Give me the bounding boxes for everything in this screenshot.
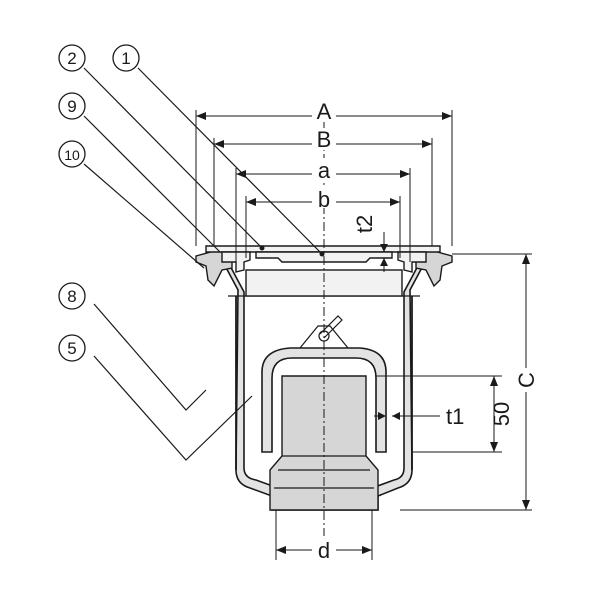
- leader-8: [93, 303, 207, 411]
- dim-50: 50: [376, 375, 514, 453]
- dim-t2: t2: [352, 215, 388, 272]
- leader-10: [83, 163, 205, 269]
- callout-10: 10: [58, 140, 86, 168]
- dim-C: C: [400, 253, 540, 511]
- svg-text:2: 2: [67, 49, 76, 68]
- dim-b-label: b: [318, 187, 330, 212]
- leader-1-dot: [319, 251, 325, 257]
- dim-a: a: [235, 158, 411, 262]
- dim-t2-label: t2: [352, 215, 377, 233]
- dim-t1: t1: [374, 404, 464, 429]
- dim-d: d: [275, 510, 373, 563]
- svg-text:9: 9: [67, 97, 76, 116]
- dim-B-label: B: [317, 127, 332, 152]
- grate-frame: [205, 245, 441, 253]
- dim-C-label: C: [514, 372, 539, 388]
- dim-A: A: [195, 99, 453, 246]
- leader-5: [93, 355, 253, 461]
- trap-handle-hook: [319, 315, 343, 339]
- leader-2: [83, 67, 263, 249]
- callout-9: 9: [58, 92, 86, 120]
- callout-1: 1: [112, 44, 140, 72]
- svg-text:5: 5: [67, 339, 76, 358]
- trap-bell: [261, 347, 387, 453]
- dim-50-label: 50: [489, 402, 514, 426]
- svg-text:8: 8: [67, 287, 76, 306]
- dim-A-label: A: [317, 99, 332, 124]
- svg-text:10: 10: [64, 147, 80, 163]
- leader-2-dot: [259, 245, 265, 251]
- grate-seat-right: [397, 251, 427, 273]
- dim-d-label: d: [318, 538, 330, 563]
- callout-8: 8: [58, 282, 86, 310]
- dim-t1-label: t1: [446, 404, 464, 429]
- dim-b: b: [245, 186, 401, 258]
- callout-5: 5: [58, 334, 86, 362]
- leader-9: [83, 115, 221, 253]
- callout-2: 2: [58, 44, 86, 72]
- leader-1: [137, 67, 323, 255]
- dim-a-label: a: [318, 158, 331, 183]
- svg-text:1: 1: [121, 49, 130, 68]
- dim-B: B: [213, 127, 433, 246]
